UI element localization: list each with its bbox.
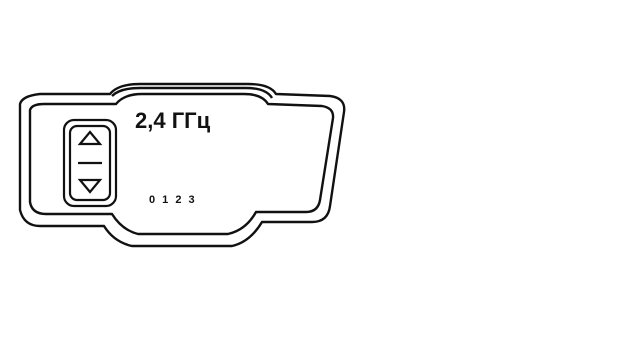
frequency-label: 2,4 ГГц bbox=[135, 108, 210, 134]
mode-switch-label: 0 1 2 3 bbox=[149, 194, 197, 206]
up-down-joystick-icon bbox=[64, 120, 116, 206]
